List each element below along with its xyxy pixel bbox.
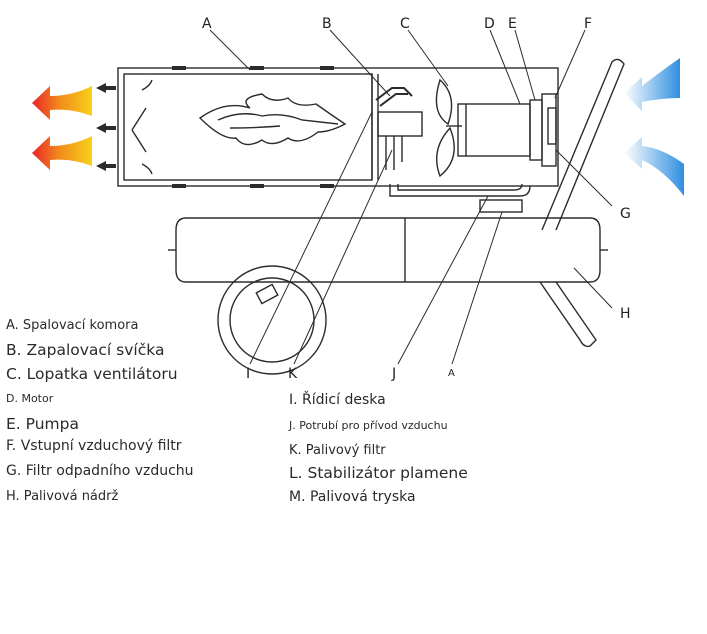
legend-j: J. Potrubí pro přívod vzduchu <box>289 419 448 432</box>
callout-a: A <box>202 16 212 32</box>
callout-c: C <box>400 16 410 32</box>
legend-k: K. Palivový filtr <box>289 443 386 458</box>
callout-f: F <box>584 16 592 32</box>
callout-j: J <box>391 366 396 382</box>
motor-box <box>457 103 531 157</box>
combustion-chamber-outline <box>123 73 373 181</box>
legend-l: L. Stabilizátor plamene <box>289 464 468 482</box>
fuel-tank <box>175 217 601 283</box>
legend-a: A. Spalovací komora <box>6 318 139 333</box>
legend-d: D. Motor <box>6 392 54 405</box>
hot-air-arrow-bottom <box>32 136 92 170</box>
cold-air-arrow-bottom <box>624 137 684 196</box>
legend-c: C. Lopatka ventilátoru <box>6 365 178 383</box>
legend-f: F. Vstupní vzduchový filtr <box>6 438 182 454</box>
hot-air-arrow-top <box>32 86 92 120</box>
heater-housing <box>117 67 559 187</box>
legend-b: B. Zapalovací svíčka <box>6 341 165 359</box>
legend-m: M. Palivová tryska <box>289 489 416 505</box>
legend-e: E. Pumpa <box>6 415 79 433</box>
legend-g: G. Filtr odpadního vzduchu <box>6 463 194 479</box>
flame-shape <box>198 93 347 146</box>
callout-h: H <box>620 306 631 322</box>
cold-air-arrow-top <box>624 58 680 111</box>
legend-i: I. Řídicí deska <box>289 392 386 408</box>
callout-e: E <box>508 16 517 32</box>
callout-i: I <box>246 366 250 382</box>
fan-blade <box>435 78 453 126</box>
heater-diagram: A B C D E F G H I K J A <box>32 16 684 382</box>
callout-b: B <box>322 16 332 32</box>
callout-g: G <box>620 206 631 222</box>
legend-h: H. Palivová nádrž <box>6 489 119 504</box>
wheel <box>217 265 327 375</box>
callout-k: K <box>288 366 298 382</box>
handle <box>541 58 625 231</box>
callout-d: D <box>484 16 495 32</box>
callout-a2: A <box>448 368 455 379</box>
